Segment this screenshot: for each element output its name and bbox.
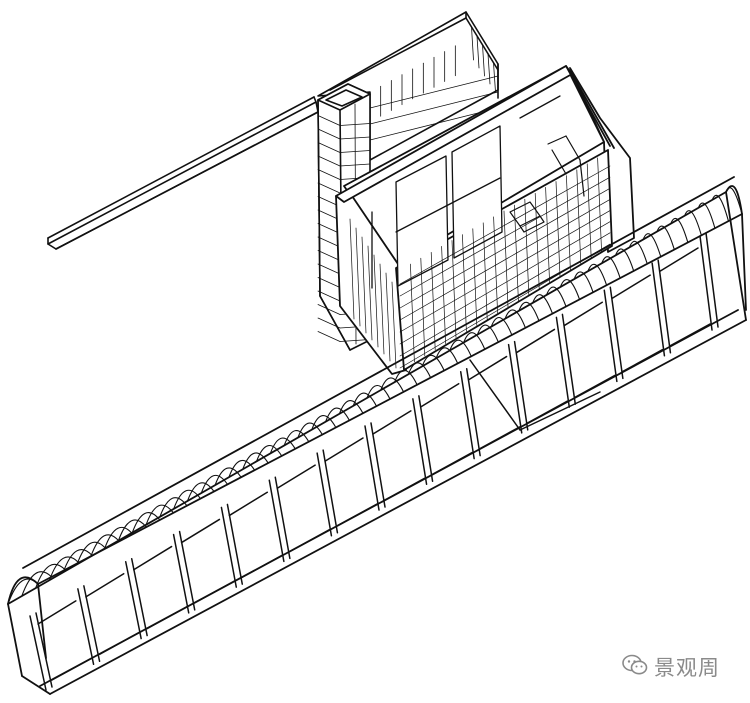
watermark: 景观周 — [622, 652, 720, 682]
watermark-text: 景观周 — [654, 656, 720, 680]
main-box — [335, 65, 635, 375]
interior-stair — [509, 135, 585, 233]
vaulted-arcade — [7, 176, 747, 695]
diagonal-wall — [47, 96, 319, 250]
wechat-icon — [622, 654, 648, 680]
